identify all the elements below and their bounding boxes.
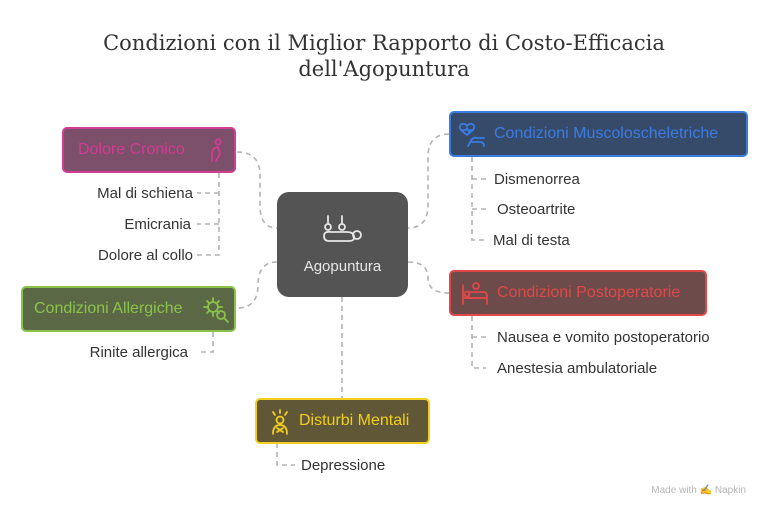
leaf-mal-di-testa: Mal di testa — [493, 232, 570, 249]
title-line-1: Condizioni con il Miglior Rapporto di Co… — [103, 31, 665, 55]
central-topic-label: Agopuntura — [303, 258, 382, 275]
virus-search-icon — [203, 297, 229, 323]
napkin-watermark: Made with ✍ Napkin — [651, 485, 746, 496]
node-disturbi-mentali-label: Disturbi Mentali — [299, 412, 410, 429]
patient-bed-icon — [462, 282, 488, 305]
title-line-2: dell'Agopuntura — [298, 57, 470, 81]
node-condizioni-postoperatorie-label: Condizioni Postoperatorie — [497, 284, 681, 301]
diagram-title: Condizioni con il Miglior Rapporto di Co… — [0, 30, 768, 82]
node-condizioni-muscoloscheletriche: Condizioni Muscoloscheletriche — [449, 111, 748, 157]
leaf-dismenorrea: Dismenorrea — [494, 171, 580, 188]
acupuncture-icon — [323, 215, 362, 242]
back-pain-icon — [211, 138, 222, 162]
node-dolore-cronico-label: Dolore Cronico — [78, 141, 185, 158]
central-topic-node: Agopuntura — [277, 192, 408, 297]
heart-hand-icon — [458, 122, 485, 147]
leaf-dolore-al-collo: Dolore al collo — [97, 247, 193, 264]
node-disturbi-mentali: Disturbi Mentali — [255, 398, 430, 444]
node-condizioni-allergiche: Condizioni Allergiche — [21, 286, 236, 332]
leaf-mal-di-schiena: Mal di schiena — [97, 185, 193, 202]
leaf-depressione: Depressione — [301, 457, 386, 474]
leaf-osteoartrite: Osteoartrite — [497, 201, 576, 218]
leaf-nausea-vomito: Nausea e vomito postoperatorio — [497, 329, 710, 346]
leaf-rinite-allergica: Rinite allergica — [89, 344, 188, 361]
mental-health-icon — [272, 409, 288, 435]
node-condizioni-allergiche-label: Condizioni Allergiche — [34, 300, 183, 317]
leaf-anestesia-ambulatoriale: Anestesia ambulatoriale — [497, 360, 658, 377]
node-condizioni-muscoloscheletriche-label: Condizioni Muscoloscheletriche — [494, 125, 719, 142]
node-condizioni-postoperatorie: Condizioni Postoperatorie — [449, 270, 707, 316]
leaf-emicrania: Emicrania — [124, 216, 191, 233]
node-dolore-cronico: Dolore Cronico — [62, 127, 236, 173]
